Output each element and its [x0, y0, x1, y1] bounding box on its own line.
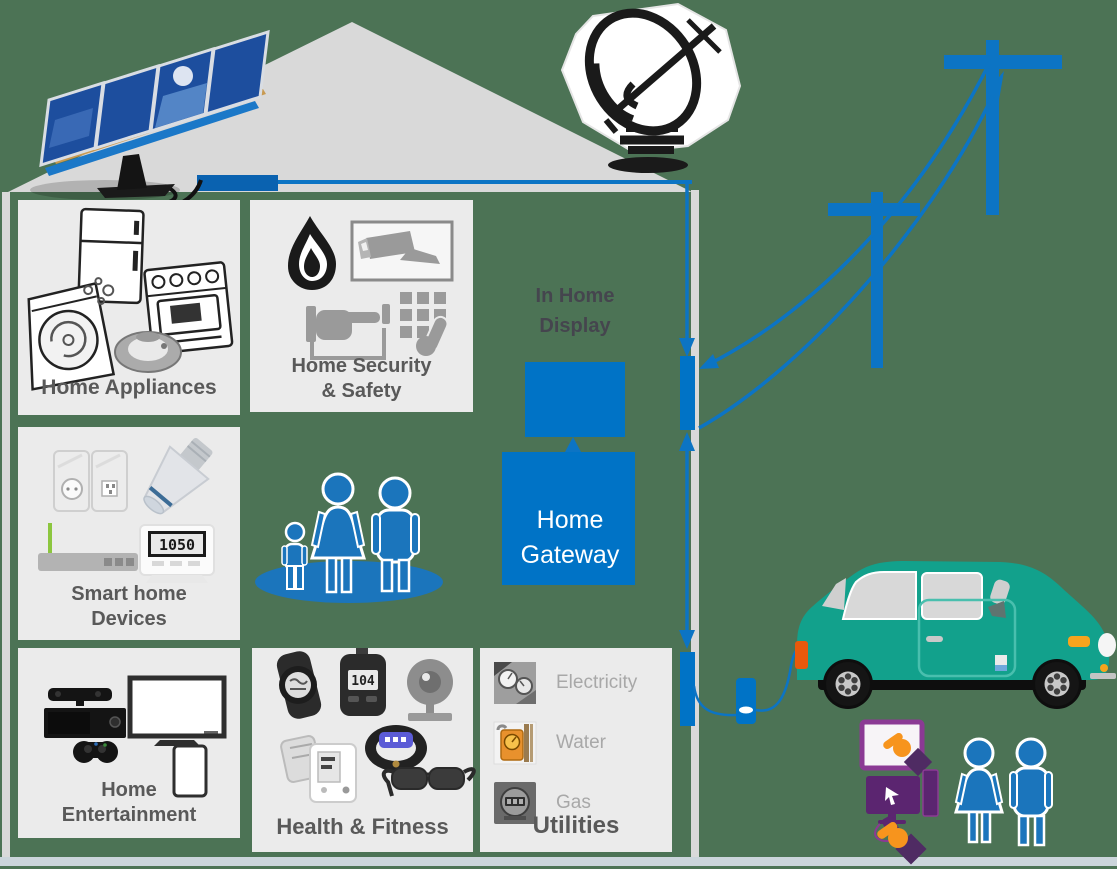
glucose-reading: 104 — [351, 674, 375, 689]
satellite-dish-icon — [560, 2, 742, 173]
arrow-down-icon — [679, 338, 695, 357]
keypad-icon — [400, 292, 449, 356]
door-handle — [926, 636, 943, 642]
house-left-wall — [2, 192, 10, 860]
family-icon — [255, 472, 443, 603]
electric-car-icon — [795, 561, 1116, 709]
home-entertainment-icons — [44, 675, 227, 798]
utility-label: Gas — [556, 792, 591, 813]
panel-health-fitness: 104 — [252, 648, 476, 852]
utility-pole-icon — [871, 192, 883, 368]
smart-home-icons: 1050 — [38, 437, 215, 583]
car-door — [917, 598, 1017, 678]
home-security-icons — [288, 216, 454, 360]
arrow-up-icon — [679, 432, 695, 451]
panel-label: Health & Fitness — [276, 813, 449, 839]
arrow-to-grid — [986, 71, 1004, 100]
panel-utilities: Electricity Water — [480, 648, 672, 852]
panel-home-appliances: Home Appliances — [18, 200, 240, 415]
panel-label: Home Appliances — [41, 375, 217, 399]
woman-icon — [309, 472, 367, 594]
thermostat-reading: 1050 — [159, 536, 195, 554]
house-right-wall — [691, 190, 699, 860]
users-icon — [953, 737, 1053, 847]
man-icon — [371, 476, 420, 593]
washing-machine-icon — [27, 277, 116, 391]
home-gateway-box: Home Gateway — [502, 452, 635, 585]
woman-icon — [953, 737, 1005, 844]
house-bottom-line — [0, 857, 1117, 866]
gas-meter-icon — [494, 782, 536, 824]
arrow-down-icon — [679, 630, 695, 649]
junction-box — [680, 652, 695, 726]
ev-charger-icon — [736, 678, 756, 724]
solar-connector-bar — [197, 175, 278, 191]
user-devices-cluster — [859, 719, 939, 865]
eave-wire — [200, 180, 692, 184]
child-icon — [281, 521, 308, 590]
car-window — [841, 571, 917, 620]
man-icon — [1009, 737, 1053, 847]
water-meter-icon — [493, 721, 537, 765]
fitness-band-icon — [365, 725, 427, 771]
smart-glasses-icon — [381, 767, 476, 797]
ev-cable — [692, 685, 737, 717]
panel-label: Home Entertainment — [61, 779, 197, 826]
home-gateway-label: Home Gateway — [520, 506, 620, 569]
doorbell-hand-icon — [306, 304, 390, 360]
flame-icon — [288, 216, 336, 290]
panel-label: Utilities — [532, 812, 620, 839]
headlight — [1098, 633, 1116, 657]
game-console-icon — [44, 708, 126, 738]
sport-watch-icon — [276, 651, 322, 719]
tail-light — [795, 641, 808, 669]
webcam-icon — [407, 659, 453, 721]
blood-pressure-monitor-icon — [280, 735, 357, 803]
health-fitness-icons: 104 — [276, 648, 476, 803]
electricity-meter-icon — [494, 662, 536, 704]
cursor-icon — [885, 787, 899, 805]
grid-wire-out — [698, 79, 1002, 430]
kinect-icon — [48, 688, 112, 706]
utility-row-electricity: Electricity — [494, 660, 637, 706]
arrow-to-display — [565, 437, 581, 452]
utility-row-water: Water — [493, 720, 606, 766]
security-camera-icon — [350, 220, 454, 282]
utility-label: Water — [556, 732, 606, 753]
router-icon — [38, 523, 138, 571]
panel-label: Home Security & Safety — [291, 355, 432, 402]
car-wheel — [823, 659, 873, 709]
panel-home-security: Home Security & Safety — [250, 200, 473, 412]
glucose-meter-icon: 104 — [340, 648, 386, 716]
side-mirror — [988, 601, 1006, 618]
thermostat-icon: 1050 — [139, 524, 215, 583]
in-home-display-box — [525, 362, 625, 437]
refrigerator-icon — [77, 207, 145, 305]
panel-label: Smart home Devices — [71, 583, 187, 630]
game-controller-icon — [73, 741, 118, 763]
smart-plug-icon — [53, 450, 90, 512]
tablet-icon — [172, 744, 208, 798]
car-wheel — [1032, 659, 1082, 709]
stove-icon — [143, 261, 234, 355]
panel-home-entertainment: Home Entertainment — [18, 648, 240, 838]
smart-bulb-icon — [143, 437, 213, 515]
smart-plug-icon — [91, 450, 128, 512]
utility-label: Electricity — [556, 672, 638, 693]
in-home-display-label: In Home Display — [535, 285, 615, 337]
arrow-into-meter — [699, 354, 719, 369]
panel-smart-home-devices: 1050 Smart home Devices — [18, 427, 240, 640]
robot-vacuum-icon — [114, 331, 182, 373]
tv-icon — [127, 675, 227, 746]
solar-panel-icon — [30, 29, 270, 212]
utility-row-gas: Gas — [494, 780, 591, 826]
front-indicator — [1068, 636, 1090, 647]
tablet-touch-icon — [859, 719, 933, 777]
car-window — [921, 572, 983, 620]
home-appliances-icons — [27, 207, 234, 391]
junction-box — [680, 356, 695, 430]
grid-wire-in — [702, 61, 992, 369]
